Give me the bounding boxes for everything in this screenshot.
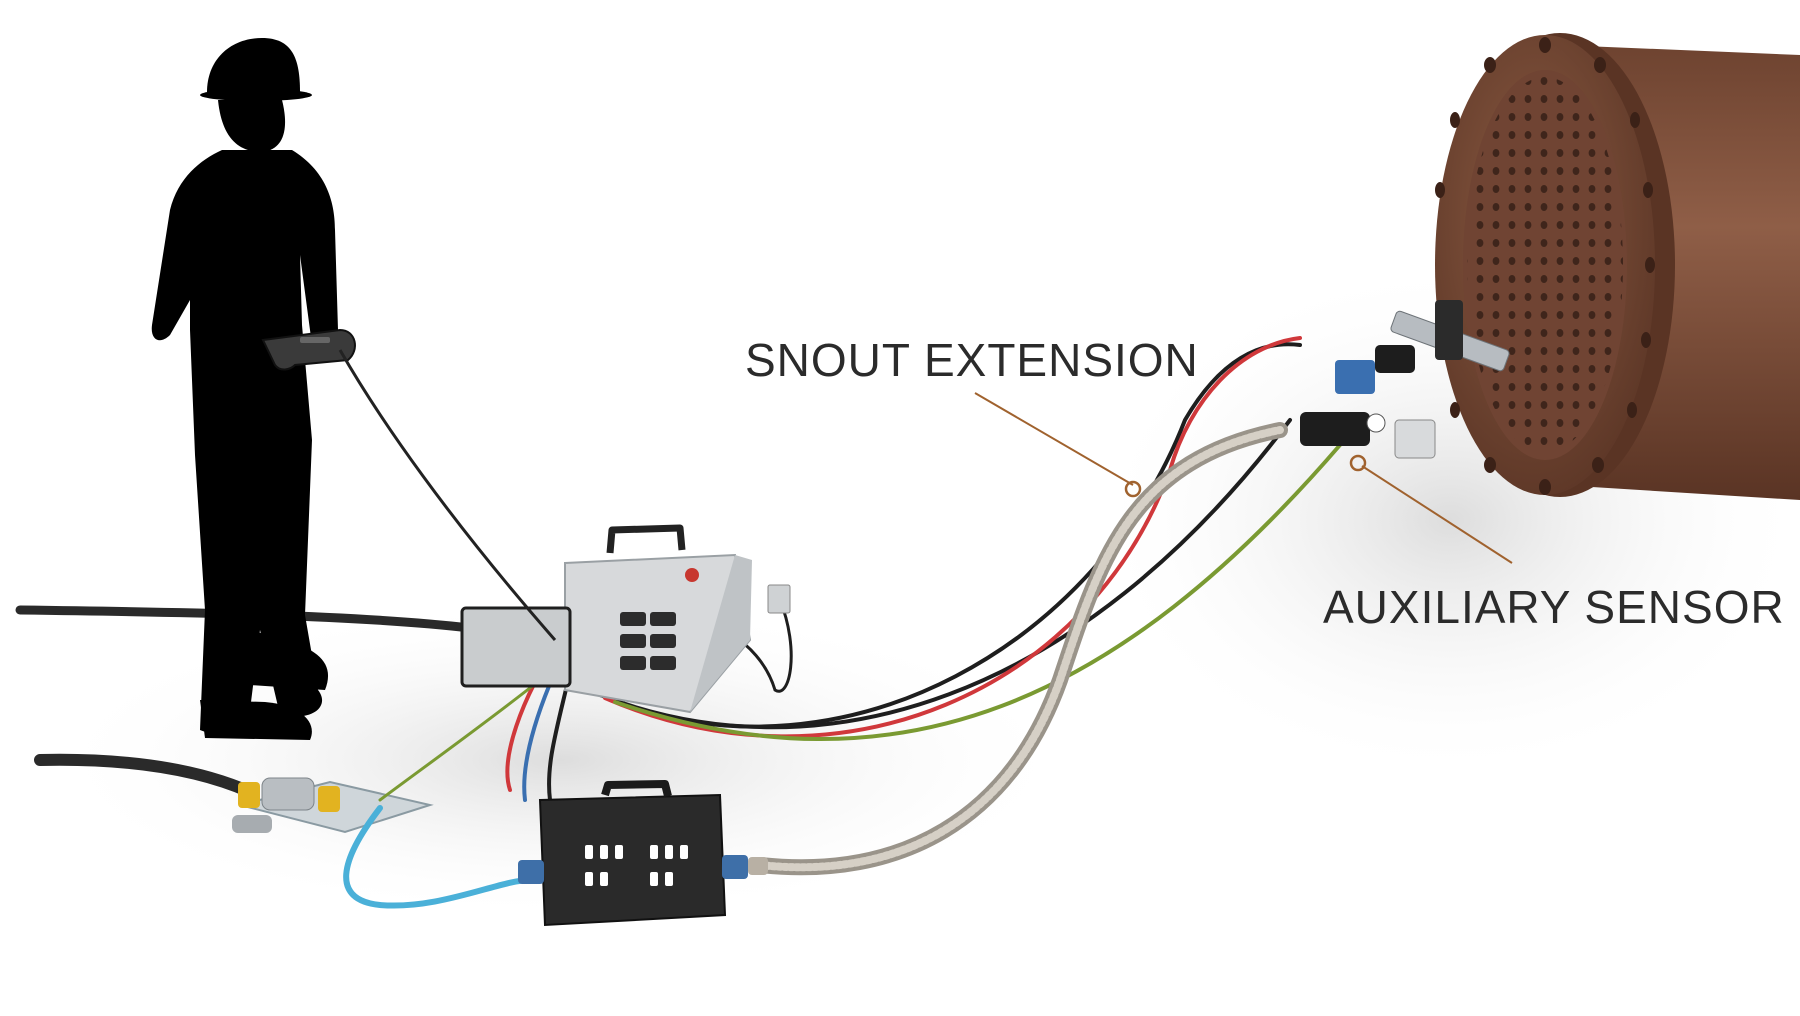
snout-callout-line [974, 392, 1134, 486]
connectors [620, 612, 676, 670]
auxiliary-sensor [1366, 413, 1386, 433]
drive-unit [518, 780, 768, 927]
snout-conduit-highlight [756, 426, 1284, 872]
air-regulator [232, 777, 434, 834]
auxiliary-sensor-label: AUXILIARY SENSOR [1323, 581, 1785, 633]
snout-extension-label: SNOUT EXTENSION [745, 334, 1199, 386]
snout-tool [1300, 300, 1510, 459]
tube-holes [1467, 77, 1623, 453]
aux-callout-marker [1349, 454, 1367, 472]
air-hose [34, 753, 256, 798]
blue-hose [343, 805, 533, 909]
heat-exchanger [1435, 33, 1800, 500]
aux-callout-line [1361, 465, 1513, 564]
bolt-holes [1435, 37, 1655, 495]
controller-cable [338, 349, 557, 641]
worker-silhouette-icon [151, 38, 339, 740]
handheld-controller-icon [261, 328, 356, 371]
snout-callout-marker [1124, 480, 1142, 498]
